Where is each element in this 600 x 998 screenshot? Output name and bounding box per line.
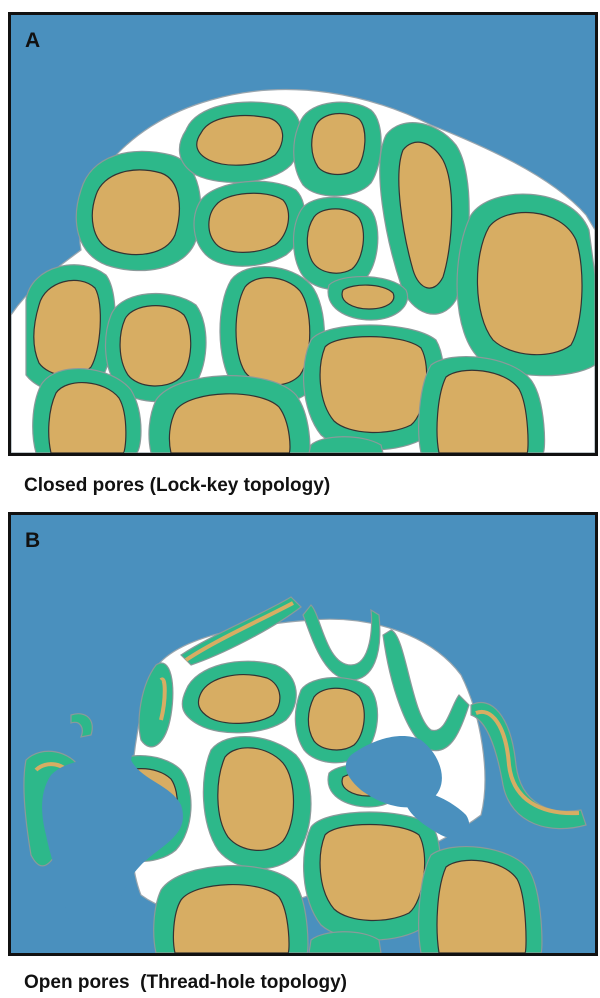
panel-a-label: A <box>25 29 40 53</box>
pore-core <box>308 688 364 750</box>
pore-core <box>312 113 365 174</box>
pore-core <box>173 885 289 953</box>
pore-core <box>209 193 289 252</box>
pore-core <box>236 278 310 386</box>
pore-core <box>34 280 101 375</box>
panel-b-caption: Open pores (Thread-hole topology) <box>24 972 347 994</box>
pore-core <box>320 337 427 433</box>
pore-core <box>218 748 294 851</box>
panel-b: B <box>8 512 598 956</box>
pore-core <box>320 825 425 921</box>
panel-a: A <box>8 12 598 456</box>
panel-b-label: B <box>25 529 40 553</box>
pore-core <box>307 209 363 273</box>
pore-core <box>437 860 526 953</box>
pore-core <box>342 285 394 309</box>
pore-core <box>198 675 279 724</box>
open-pores-illustration <box>11 515 595 953</box>
panel-a-caption: Closed pores (Lock-key topology) <box>24 475 330 497</box>
pore-core <box>49 383 126 453</box>
pore-core <box>92 170 179 255</box>
pore-core <box>477 212 582 354</box>
closed-pores-illustration <box>11 15 595 453</box>
pore-core <box>169 394 290 453</box>
pore-core <box>197 116 283 166</box>
pore-core <box>120 306 191 386</box>
